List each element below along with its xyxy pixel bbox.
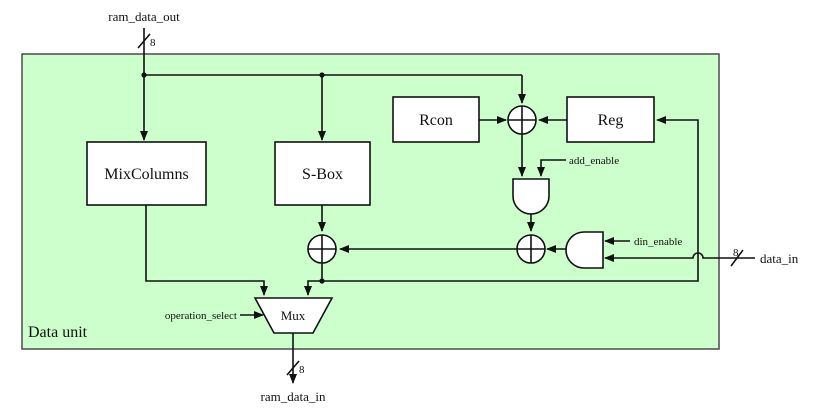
xor-left	[307, 234, 337, 264]
add-enable-label: add_enable	[569, 155, 619, 167]
reg-block	[566, 96, 655, 143]
operation-select-label: operation_select	[165, 310, 237, 322]
xor-top	[507, 105, 537, 135]
mux-block	[253, 297, 334, 334]
ram-data-out-bus-slash	[137, 33, 151, 49]
ram-data-in-label: ram_data_in	[261, 389, 326, 404]
sbox-block	[274, 141, 371, 206]
xor-right	[516, 234, 546, 264]
mixcolumns-block	[86, 141, 207, 206]
and-gate-din-enable	[565, 231, 604, 269]
ram-data-out-label: ram_data_out	[108, 9, 180, 24]
wire-xor-to-mux	[304, 263, 323, 296]
mixcolumns-label: MixColumns	[104, 166, 188, 183]
wire-add-enable	[537, 159, 566, 177]
rcon-label: Rcon	[419, 112, 453, 129]
wire-mixcolumns-to-mux	[145, 205, 268, 296]
rcon-block	[392, 96, 480, 143]
data-unit-label: Data unit	[28, 324, 88, 341]
feedback-to-reg	[322, 116, 699, 282]
din-enable-label: din_enable	[634, 236, 682, 248]
data-in-width: 8	[733, 247, 739, 259]
sbox-label: S-Box	[302, 166, 343, 183]
ram-data-in-width: 8	[299, 364, 305, 376]
reg-label: Reg	[598, 112, 624, 129]
data-in-bus-slash	[730, 249, 744, 267]
mux-label: Mux	[281, 308, 306, 323]
ram-data-in-bus-slash	[286, 360, 300, 376]
ram-data-out-width: 8	[150, 37, 156, 49]
and-gate-add-enable	[512, 178, 550, 215]
data-in-label: data_in	[760, 251, 799, 266]
